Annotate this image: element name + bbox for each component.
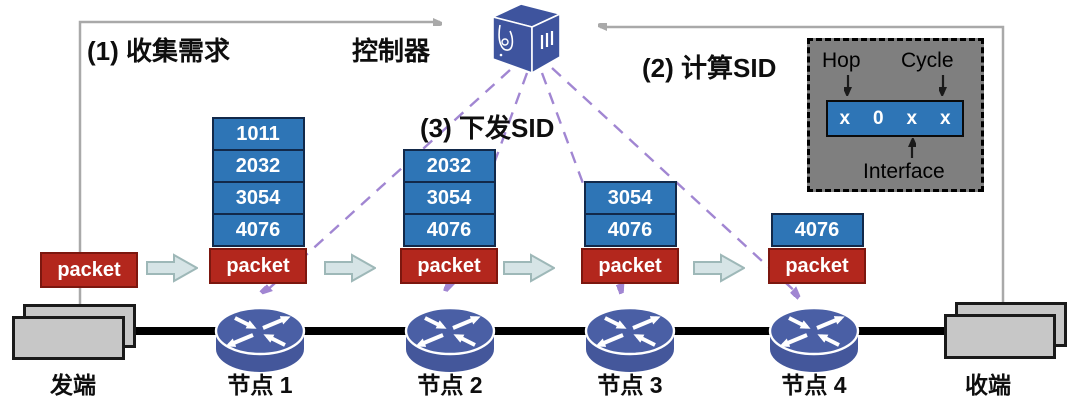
router-icon-node1 (214, 306, 306, 372)
router-icon-node2 (404, 306, 496, 372)
sender-label: 发端 (50, 372, 96, 398)
controller-label: 控制器 (352, 36, 431, 66)
legend-field-cycle-zero: 0 (872, 107, 884, 129)
router-icon-node4 (768, 306, 860, 372)
sid-cell: 3054 (211, 181, 305, 215)
sid-cell: 4076 (583, 213, 677, 247)
sid-cell: 3054 (583, 181, 677, 215)
sid-cell: 2032 (402, 149, 496, 183)
legend-field-interface: x (906, 107, 918, 129)
receiver-to-controller-line (600, 27, 1005, 306)
sid-format-legend: Hop Cycle x 0 x x Interface (807, 38, 984, 192)
legend-sid-field-bar: x 0 x x (826, 100, 964, 137)
node3-sid-stack: 3054 4076 packet (581, 181, 679, 284)
sid-cell: 4076 (402, 213, 496, 247)
legend-arrows (810, 75, 981, 158)
sid-cell: 4076 (211, 213, 305, 247)
sid-cell: 2032 (211, 149, 305, 183)
node2-packet: packet (400, 248, 498, 284)
collect-requirements-line (78, 22, 440, 310)
legend-hop-label: Hop (822, 49, 861, 72)
sender-packet: packet (40, 252, 138, 288)
flow-arrow-icon (503, 253, 555, 283)
legend-field-last: x (939, 107, 951, 129)
node1-packet: packet (209, 248, 307, 284)
node4-sid-stack: 4076 packet (768, 213, 866, 284)
step1-label: (1) 收集需求 (87, 36, 231, 66)
flow-arrow-icon (693, 253, 745, 283)
flow-arrow-icon (146, 253, 198, 283)
legend-cycle-label: Cycle (901, 49, 954, 72)
node1-label: 节点 1 (227, 372, 293, 398)
legend-field-hop: x (839, 107, 851, 129)
step3-label: (3) 下发SID (420, 113, 555, 143)
node3-packet: packet (581, 248, 679, 284)
router-icon-node3 (584, 306, 676, 372)
node3-label: 节点 3 (597, 372, 663, 398)
controller-server-icon (492, 3, 561, 74)
node4-label: 节点 4 (781, 372, 847, 398)
sid-cell: 3054 (402, 181, 496, 215)
node2-label: 节点 2 (417, 372, 483, 398)
sid-cell: 4076 (770, 213, 864, 247)
flow-arrow-icon (324, 253, 376, 283)
sid-cell: 1011 (211, 117, 305, 151)
step2-label: (2) 计算SID (642, 53, 777, 83)
receiver-label: 收端 (965, 372, 1011, 398)
node2-sid-stack: 2032 3054 4076 packet (400, 149, 498, 284)
node4-packet: packet (768, 248, 866, 284)
node1-sid-stack: 1011 2032 3054 4076 packet (209, 117, 307, 284)
legend-interface-label: Interface (863, 160, 945, 183)
